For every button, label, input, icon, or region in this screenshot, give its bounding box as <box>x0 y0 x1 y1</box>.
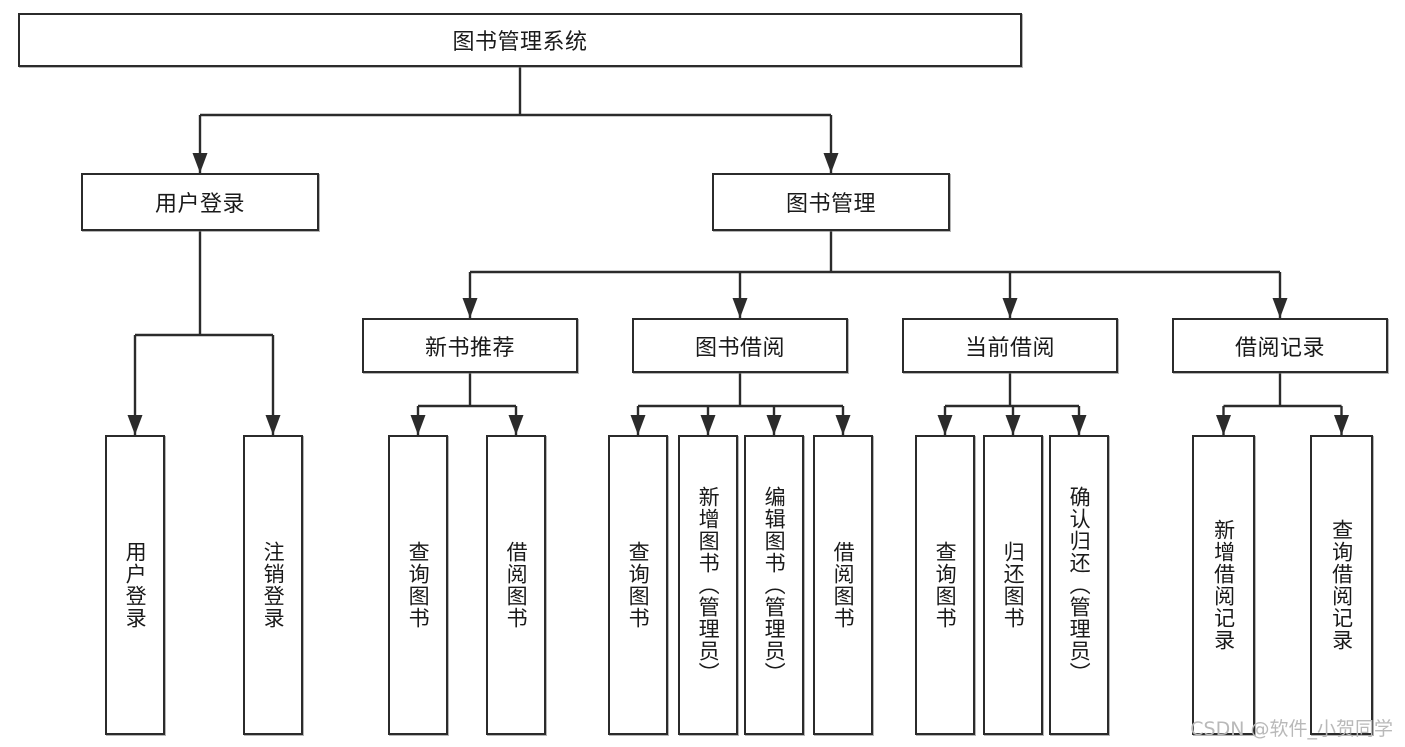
node-label-leaf-borrow-book-2: 借阅图书 <box>831 541 856 629</box>
arrowhead-icon-leaf-query-book-3 <box>937 415 953 435</box>
node-user-login[interactable]: 用户登录 <box>81 173 319 231</box>
node-leaf-query-book-3[interactable]: 查询图书 <box>915 435 975 735</box>
arrowhead-icon-leaf-logout <box>265 415 281 435</box>
node-leaf-add-book[interactable]: 新增图书（管理员） <box>678 435 738 735</box>
arrowhead-icon-book-borrow <box>732 298 748 318</box>
arrowhead-icon-book-manage <box>823 153 839 173</box>
arrowhead-icon-leaf-query-book-1 <box>410 415 426 435</box>
node-leaf-query-record[interactable]: 查询借阅记录 <box>1310 435 1373 735</box>
node-leaf-add-record[interactable]: 新增借阅记录 <box>1192 435 1255 735</box>
node-label-leaf-query-book-2: 查询图书 <box>626 541 651 629</box>
node-label-leaf-logout: 注销登录 <box>261 541 286 629</box>
arrowhead-icon-leaf-borrow-book-1 <box>508 415 524 435</box>
arrowhead-icon-user-login <box>192 153 208 173</box>
node-label-leaf-user-login: 用户登录 <box>123 541 148 629</box>
node-label-new-book-recommend: 新书推荐 <box>424 335 515 361</box>
node-book-manage[interactable]: 图书管理 <box>712 173 950 231</box>
node-label-leaf-edit-book: 编辑图书（管理员） <box>762 486 787 684</box>
node-leaf-return-book[interactable]: 归还图书 <box>983 435 1043 735</box>
arrowhead-icon-leaf-user-login <box>127 415 143 435</box>
node-leaf-logout[interactable]: 注销登录 <box>243 435 303 735</box>
node-label-current-borrow: 当前借阅 <box>964 335 1055 361</box>
node-leaf-borrow-book-2[interactable]: 借阅图书 <box>813 435 873 735</box>
node-label-book-manage: 图书管理 <box>785 192 876 217</box>
arrowhead-icon-leaf-add-record <box>1216 415 1231 435</box>
node-root[interactable]: 图书管理系统 <box>18 13 1022 67</box>
arrowhead-icon-new-book-recommend <box>462 298 478 318</box>
node-leaf-borrow-book-1[interactable]: 借阅图书 <box>486 435 546 735</box>
node-label-book-borrow: 图书借阅 <box>694 335 785 361</box>
arrowhead-icon-current-borrow <box>1002 298 1018 318</box>
node-label-leaf-return-book: 归还图书 <box>1001 541 1026 629</box>
node-label-leaf-confirm-return: 确认归还（管理员） <box>1067 486 1092 684</box>
arrowhead-icon-borrow-record <box>1272 298 1288 318</box>
arrowhead-icon-leaf-confirm-return <box>1071 415 1087 435</box>
node-label-leaf-add-book: 新增图书（管理员） <box>696 486 721 684</box>
node-leaf-user-login[interactable]: 用户登录 <box>105 435 165 735</box>
arrowhead-icon-leaf-borrow-book-2 <box>835 415 851 435</box>
arrowhead-icon-leaf-return-book <box>1005 415 1021 435</box>
node-leaf-query-book-2[interactable]: 查询图书 <box>608 435 668 735</box>
arrowhead-icon-leaf-add-book <box>700 415 716 435</box>
node-label-leaf-query-record: 查询借阅记录 <box>1329 519 1354 651</box>
node-label-root: 图书管理系统 <box>452 30 588 55</box>
node-label-borrow-record: 借阅记录 <box>1234 335 1325 361</box>
arrowhead-icon-leaf-query-book-2 <box>630 415 646 435</box>
node-label-leaf-add-record: 新增借阅记录 <box>1211 519 1236 651</box>
node-new-book-recommend[interactable]: 新书推荐 <box>362 318 578 373</box>
node-label-user-login: 用户登录 <box>154 192 245 217</box>
node-label-leaf-query-book-3: 查询图书 <box>933 541 958 629</box>
node-leaf-query-book-1[interactable]: 查询图书 <box>388 435 448 735</box>
node-leaf-edit-book[interactable]: 编辑图书（管理员） <box>744 435 804 735</box>
node-current-borrow[interactable]: 当前借阅 <box>902 318 1118 373</box>
node-book-borrow[interactable]: 图书借阅 <box>632 318 848 373</box>
node-leaf-confirm-return[interactable]: 确认归还（管理员） <box>1049 435 1109 735</box>
node-label-leaf-borrow-book-1: 借阅图书 <box>504 541 529 629</box>
arrowhead-icon-leaf-query-record <box>1334 415 1349 435</box>
node-label-leaf-query-book-1: 查询图书 <box>406 541 431 629</box>
watermark-text: CSDN @软件_小贺同学 <box>1190 718 1393 740</box>
node-borrow-record[interactable]: 借阅记录 <box>1172 318 1388 373</box>
arrowhead-icon-leaf-edit-book <box>766 415 782 435</box>
